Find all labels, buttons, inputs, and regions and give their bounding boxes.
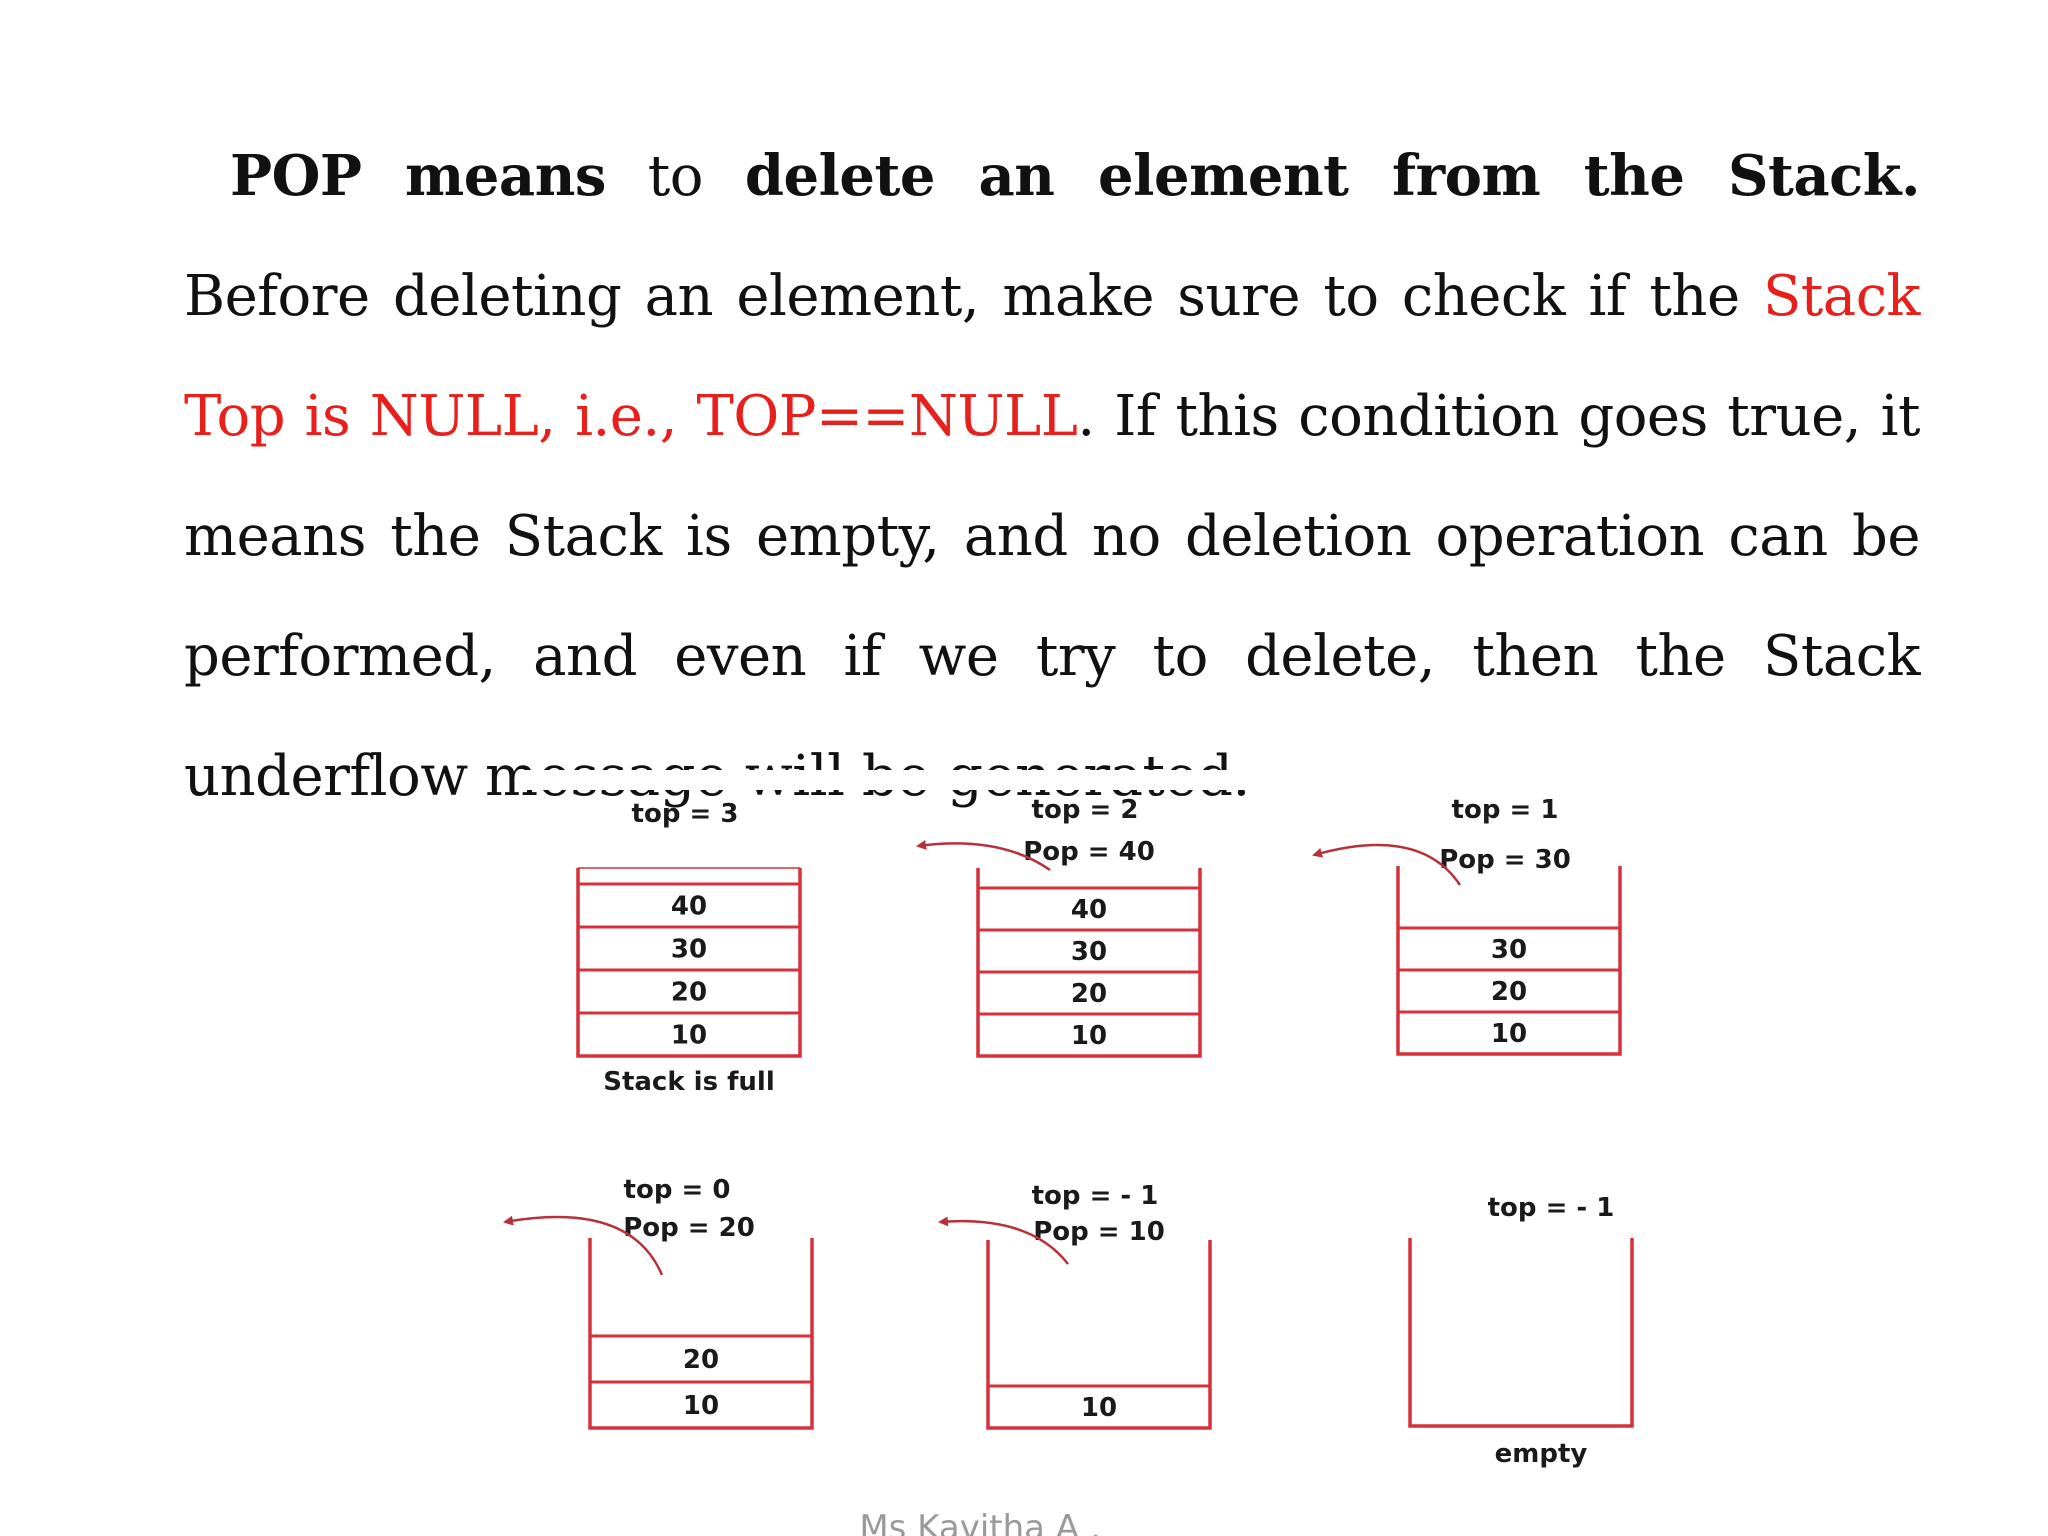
pop-label: Pop = 40 [1023, 837, 1155, 867]
stack-cell-value: 30 [671, 935, 707, 965]
stack-container [976, 868, 1202, 1058]
stack-container [588, 1238, 814, 1430]
pop-arrow [1312, 843, 1462, 886]
stack-cell-value: 20 [683, 1345, 719, 1375]
stack-cell-value: 20 [1491, 977, 1527, 1007]
pop-arrow [938, 1216, 1069, 1265]
stack-pop-10: 10 top = - 1 Pop = 10 [938, 1181, 1212, 1430]
stack-pop-30: 30 20 10 top = 1 Pop = 30 [1312, 795, 1622, 1056]
footer-author: Ms Kavitha A , AP(SS)/ IT [859, 1508, 1101, 1536]
stack-empty: top = - 1 empty [1408, 1193, 1634, 1469]
top-label: top = 2 [1032, 795, 1139, 825]
stack-pop-40: 40 30 20 10 top = 2 Pop = 40 [916, 795, 1202, 1058]
pop-label: Pop = 20 [623, 1213, 755, 1243]
stack-cell-value: 40 [671, 892, 707, 922]
stack-container [1396, 866, 1622, 1056]
stack-cell-value: 20 [671, 978, 707, 1008]
stack-cell-value: 10 [671, 1021, 707, 1051]
stack-cell-value: 40 [1071, 895, 1107, 925]
stack-caption: empty [1495, 1439, 1588, 1469]
stack-container [1408, 1238, 1634, 1428]
text-before: Before deleting an element, make sure to… [184, 264, 1763, 329]
top-label: top = - 1 [1032, 1181, 1159, 1211]
top-label: top = - 1 [1488, 1193, 1615, 1223]
description-paragraph: POP means to delete an element from the … [184, 116, 1921, 837]
stack-cell-value: 20 [1071, 979, 1107, 1009]
top-label: top = 1 [1452, 795, 1559, 825]
text-condition: . If this condition goes true, it means … [184, 384, 1921, 809]
bold-delete-element: delete an element from the Stack. [744, 143, 1921, 209]
top-label: top = 3 [632, 799, 739, 829]
stack-container [986, 1240, 1212, 1430]
stack-cell-value: 30 [1491, 935, 1527, 965]
stack-cell-value: 10 [1081, 1393, 1117, 1423]
stack-cell-value: 30 [1071, 937, 1107, 967]
pop-arrow [503, 1215, 664, 1276]
pop-label: Pop = 30 [1439, 845, 1571, 875]
stack-cell-value: 10 [1491, 1019, 1527, 1049]
text-to: to [605, 144, 745, 209]
stack-full: 40 30 20 10 top = 3 Stack is full [576, 799, 802, 1097]
stack-cell-value: 10 [1071, 1021, 1107, 1051]
stack-caption: Stack is full [603, 1067, 775, 1097]
pop-arrow [916, 839, 1051, 872]
bold-pop-means: POP means [230, 143, 606, 209]
stack-cell-value: 10 [683, 1391, 719, 1421]
top-label: top = 0 [624, 1175, 731, 1205]
stack-pop-20: 20 10 top = 0 Pop = 20 [503, 1175, 814, 1430]
stack-container [576, 868, 802, 1058]
pop-label: Pop = 10 [1033, 1217, 1165, 1247]
highlight-null-check: Stack Top is NULL, i.e., TOP==NULL [184, 264, 1921, 449]
